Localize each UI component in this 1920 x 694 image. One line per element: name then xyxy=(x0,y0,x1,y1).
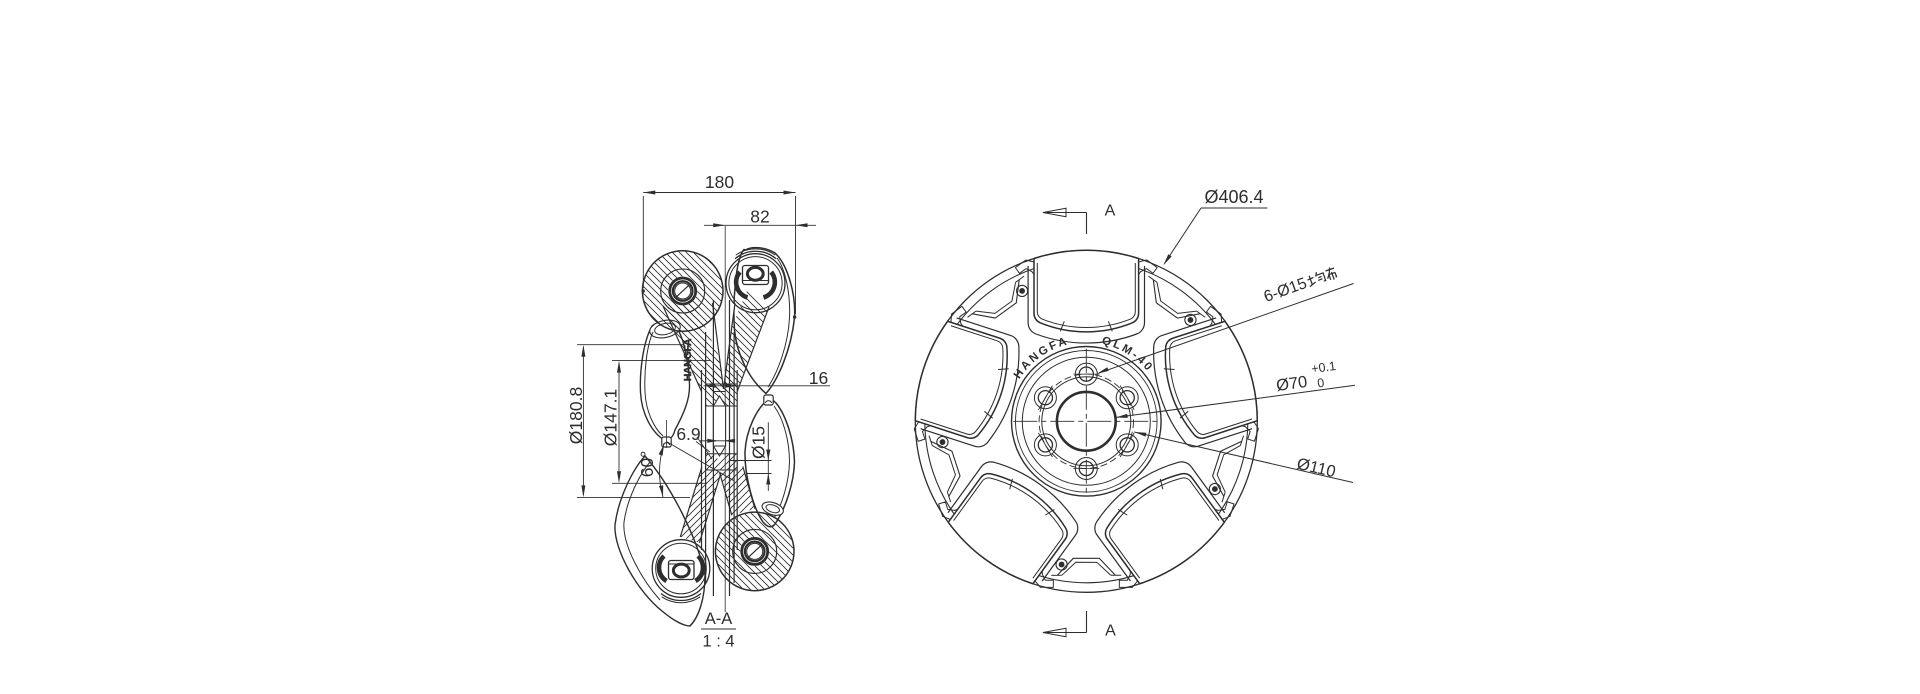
svg-text:1 : 4: 1 : 4 xyxy=(702,633,734,651)
svg-text:Ø180.8: Ø180.8 xyxy=(566,387,586,444)
svg-text:HANGFA: HANGFA xyxy=(682,338,694,381)
svg-text:Ø406.4: Ø406.4 xyxy=(1204,187,1263,207)
svg-text:+0.1: +0.1 xyxy=(1310,359,1336,376)
svg-text:180: 180 xyxy=(705,172,734,192)
svg-text:Ø15: Ø15 xyxy=(749,426,769,459)
svg-text:0: 0 xyxy=(1316,376,1325,391)
svg-text:A-A: A-A xyxy=(705,610,733,628)
svg-text:16: 16 xyxy=(809,368,828,388)
svg-text:A: A xyxy=(1105,623,1116,640)
svg-text:Ø70: Ø70 xyxy=(1275,373,1308,395)
svg-text:Ø147.1: Ø147.1 xyxy=(601,389,621,446)
svg-text:A: A xyxy=(1105,203,1116,220)
svg-text:82: 82 xyxy=(750,207,769,227)
svg-text:6.9: 6.9 xyxy=(676,424,700,444)
svg-text:60°: 60° xyxy=(637,451,657,477)
